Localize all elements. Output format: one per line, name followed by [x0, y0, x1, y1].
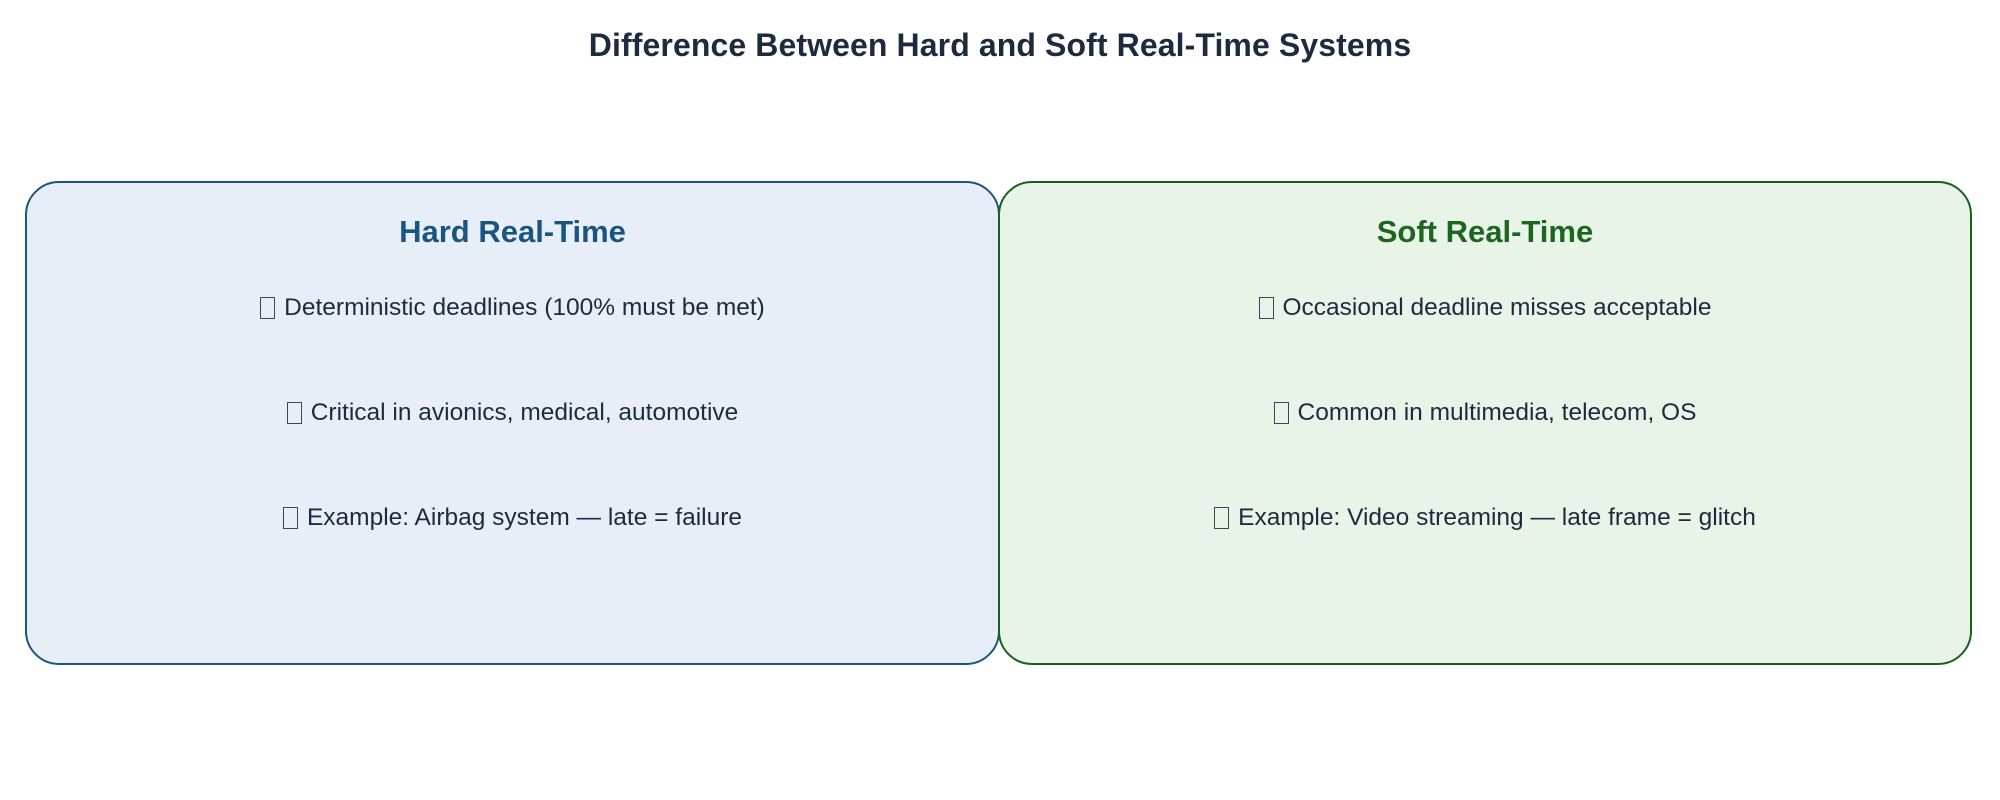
- list-item: Common in multimedia, telecom, OS: [1000, 397, 1970, 429]
- card-title-soft-real-time: Soft Real-Time: [1376, 214, 1594, 249]
- list-item: Example: Airbag system — late = failure: [27, 502, 998, 534]
- bullet-list-soft-real-time: Occasional deadline misses acceptable Co…: [1000, 292, 1970, 534]
- list-item-label: Critical in avionics, medical, automotiv…: [310, 399, 739, 426]
- bullet-list-hard-real-time: Deterministic deadlines (100% must be me…: [27, 292, 998, 534]
- missing-glyph-box-icon: [286, 402, 302, 424]
- card-soft-real-time: Soft Real-Time Occasional deadline misse…: [998, 181, 1972, 665]
- missing-glyph-box-icon: [1214, 507, 1230, 529]
- card-title-hard-real-time: Hard Real-Time: [399, 214, 626, 249]
- card-container: Hard Real-Time Deterministic deadlines (…: [25, 181, 1972, 665]
- list-item-label: Common in multimedia, telecom, OS: [1297, 399, 1697, 426]
- list-item-label: Example: Airbag system — late = failure: [306, 504, 743, 531]
- missing-glyph-box-icon: [1273, 402, 1289, 424]
- missing-glyph-box-icon: [282, 507, 298, 529]
- page-title: Difference Between Hard and Soft Real-Ti…: [588, 27, 1412, 63]
- list-item: Deterministic deadlines (100% must be me…: [27, 292, 998, 324]
- card-hard-real-time: Hard Real-Time Deterministic deadlines (…: [25, 181, 1000, 665]
- list-item-label: Occasional deadline misses acceptable: [1282, 294, 1712, 321]
- list-item: Occasional deadline misses acceptable: [1000, 292, 1970, 324]
- list-item-label: Example: Video streaming — late frame = …: [1238, 504, 1756, 531]
- missing-glyph-box-icon: [1258, 297, 1274, 319]
- list-item: Critical in avionics, medical, automotiv…: [27, 397, 998, 429]
- list-item-label: Deterministic deadlines (100% must be me…: [284, 294, 765, 321]
- list-item: Example: Video streaming — late frame = …: [1000, 502, 1970, 534]
- missing-glyph-box-icon: [260, 297, 276, 319]
